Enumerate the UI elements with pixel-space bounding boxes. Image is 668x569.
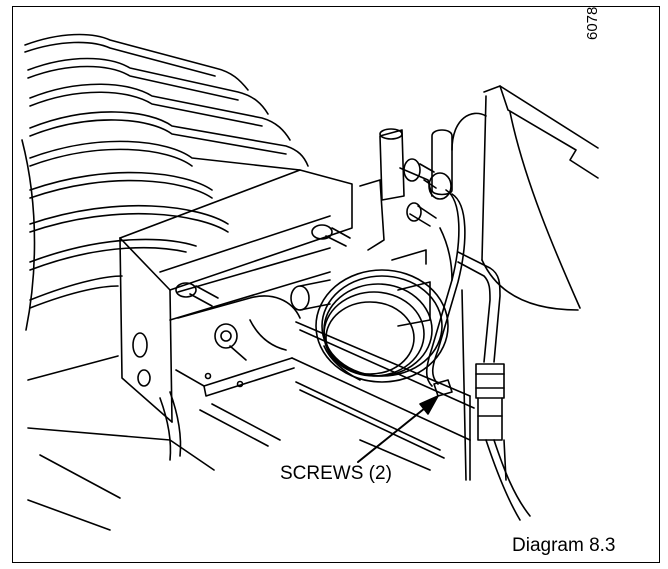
heat-exchanger-fins (21, 33, 309, 331)
screws-callout-label: SCREWS (2) (280, 463, 392, 484)
base-lines (27, 355, 431, 531)
callout-arrow (357, 395, 439, 463)
coil-loop (315, 269, 449, 383)
burner-box (119, 169, 353, 423)
burner-tube (175, 295, 475, 459)
mounting-bracket (461, 85, 599, 481)
capillary-tube (425, 112, 487, 397)
gas-pipe (457, 251, 531, 521)
gas-valve-assembly (359, 128, 453, 327)
drawing-number: 6078 (584, 6, 601, 40)
diagram-caption: Diagram 8.3 (512, 535, 616, 556)
box-studs (175, 224, 351, 361)
